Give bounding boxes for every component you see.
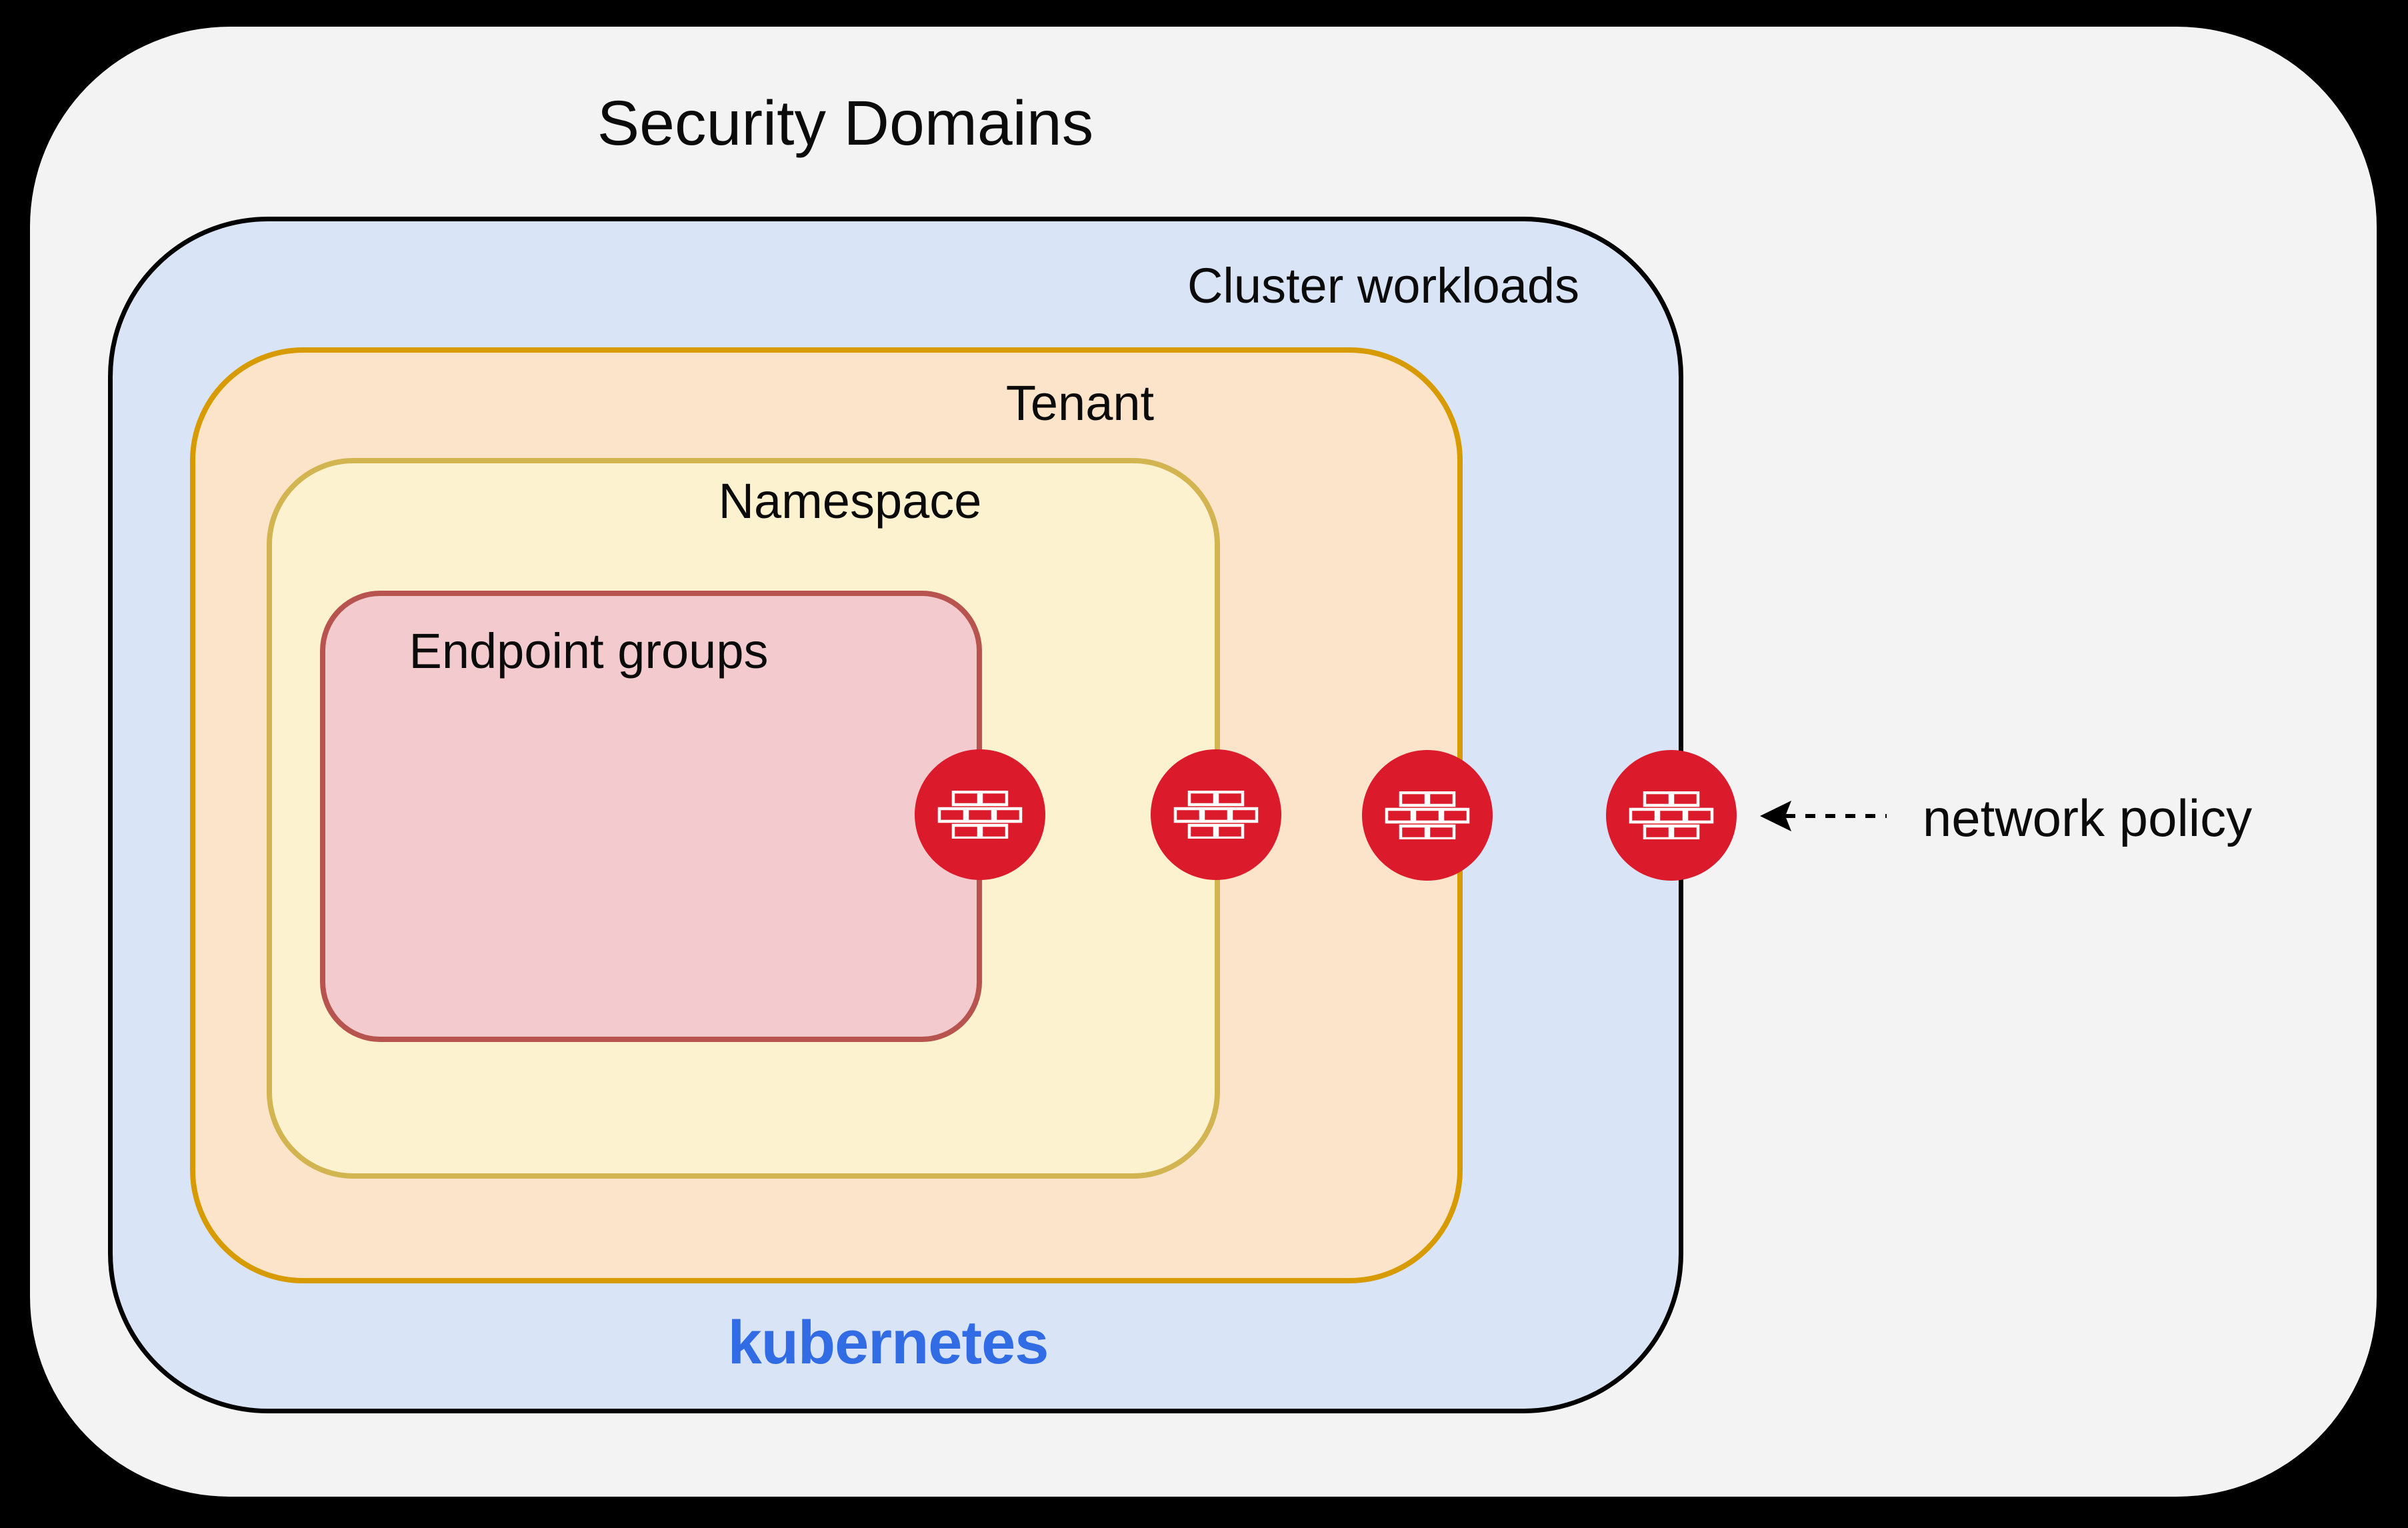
- firewall-brick-wall-icon: [937, 791, 1023, 839]
- endpoint-groups-domain-box: [320, 591, 982, 1042]
- firewall-badge-cluster-boundary: [1606, 750, 1737, 881]
- endpoint-groups-label: Endpoint groups: [409, 623, 769, 679]
- firewall-badge-tenant-boundary: [1362, 750, 1493, 881]
- firewall-badge-namespace-boundary: [1151, 749, 1281, 880]
- diagram-title: Security Domains: [597, 88, 1094, 159]
- network-policy-label: network policy: [1922, 789, 2253, 847]
- cluster-workloads-label: Cluster workloads: [1187, 258, 1580, 313]
- tenant-label: Tenant: [1005, 375, 1155, 431]
- firewall-badge-endpoint-boundary: [915, 749, 1045, 880]
- firewall-brick-wall-icon: [1385, 791, 1470, 839]
- network-policy-arrow-icon: [1760, 801, 1887, 831]
- namespace-label: Namespace: [718, 473, 982, 529]
- firewall-brick-wall-icon: [1173, 791, 1259, 839]
- firewall-brick-wall-icon: [1629, 791, 1714, 839]
- kubernetes-brand-label: kubernetes: [727, 1309, 1049, 1377]
